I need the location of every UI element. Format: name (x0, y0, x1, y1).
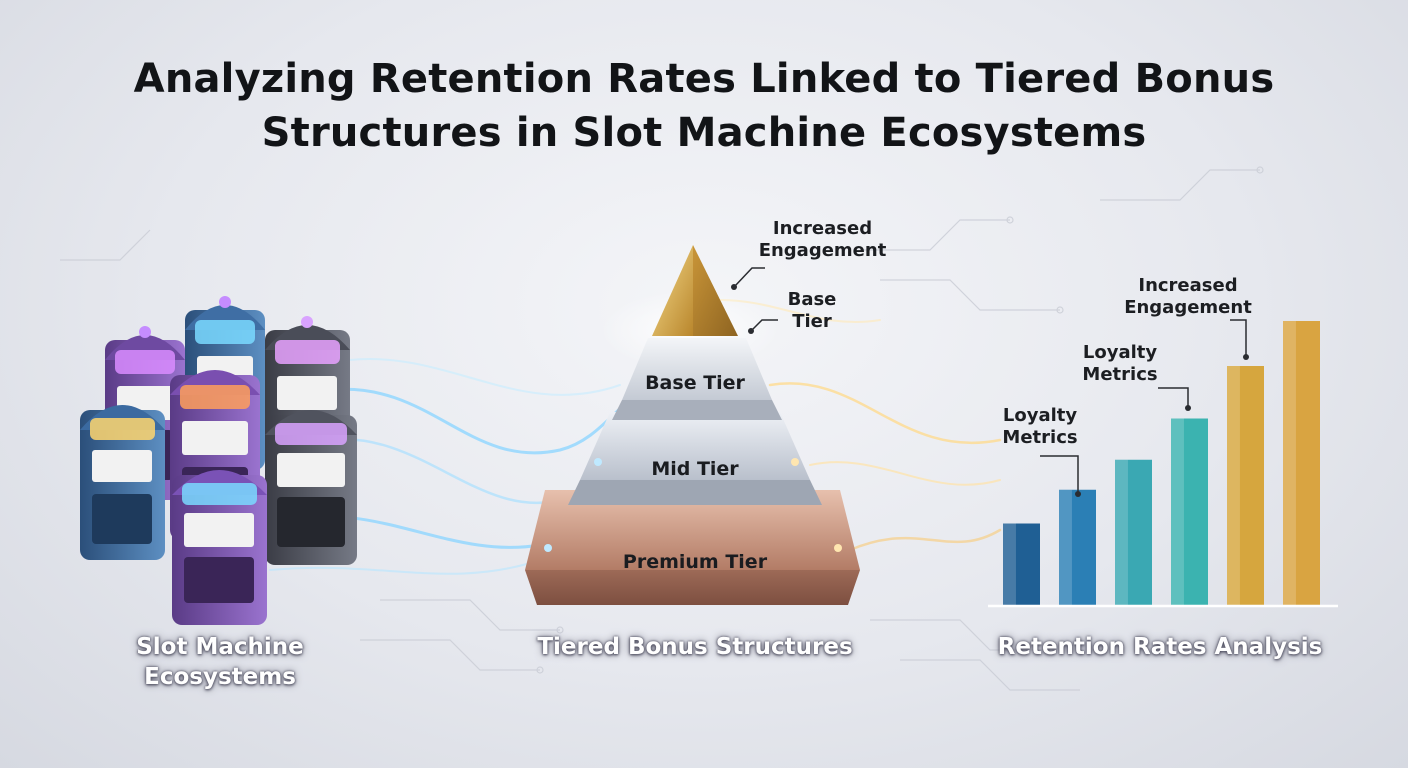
slot-machine (80, 405, 165, 560)
leader-dot (731, 284, 737, 290)
base-tier-base (612, 400, 782, 420)
page-title: Analyzing Retention Rates Linked to Tier… (0, 52, 1408, 160)
section-label-chart: Retention Rates Analysis (997, 634, 1323, 660)
annotation-line: Base (787, 289, 837, 310)
bar-highlight (1003, 523, 1016, 606)
annotation-line: Tier (792, 311, 832, 332)
leader-dot (748, 328, 754, 334)
section-label-line: Ecosystems (144, 664, 296, 690)
glow-dot (791, 458, 799, 466)
apex-left-face (652, 245, 693, 336)
bar-6 (1283, 321, 1320, 606)
section-label-slots: Slot Machine Ecosystems (110, 632, 330, 692)
chart-leader-dot (1185, 405, 1191, 411)
annotation-line: Increased (1138, 275, 1238, 296)
bar-highlight (1115, 459, 1128, 606)
chart-leaders (1040, 319, 1249, 497)
tier-label-mid: Mid Tier (651, 458, 739, 480)
annotation-line: Increased (772, 218, 873, 239)
annotation-line: Engagement (1124, 297, 1252, 318)
title-line: Structures in Slot Machine Ecosystems (261, 110, 1147, 156)
pyramid-leaders (734, 267, 778, 331)
glow-dot (834, 544, 842, 552)
section-label-pyramid: Tiered Bonus Structures (537, 634, 853, 660)
premium-tier-base (525, 570, 860, 605)
bar-3 (1115, 459, 1152, 606)
base-tier-block (622, 338, 772, 400)
slot-machine (172, 470, 267, 625)
title-line: Analyzing Retention Rates Linked to Tier… (133, 56, 1275, 102)
annotation-line: Engagement (758, 240, 887, 261)
tier-pyramid (525, 245, 860, 605)
chart-leader-line (1040, 455, 1079, 494)
annotation-increased-engagement: Increased Engagement (745, 218, 900, 262)
bar-4 (1171, 418, 1208, 606)
chart-leader-line (1230, 319, 1247, 357)
chart-leader-dot (1075, 491, 1081, 497)
bar-highlight (1283, 321, 1296, 606)
retention-chart (988, 319, 1338, 608)
glow-dot (594, 458, 602, 466)
chart-annotation-loyalty-2: Loyalty Metrics (1070, 342, 1170, 386)
mid-tier-base (568, 480, 822, 505)
mid-tier-block (580, 412, 810, 480)
bar-1 (1003, 523, 1040, 606)
slot-machine (265, 410, 357, 565)
tier-label-base: Base Tier (645, 372, 745, 394)
tier-label-premium: Premium Tier (622, 551, 768, 573)
section-label-line: Slot Machine (136, 634, 304, 660)
bar-group (1003, 321, 1320, 606)
bar-highlight (1227, 366, 1240, 606)
bar-highlight (1171, 418, 1184, 606)
chart-leader-dot (1243, 354, 1249, 360)
annotation-line: Loyalty (1002, 405, 1078, 426)
annotation-line: Loyalty (1082, 342, 1158, 363)
chart-annotation-engagement: Increased Engagement (1108, 275, 1268, 319)
bar-5 (1227, 366, 1264, 606)
apex-right-face (693, 245, 738, 336)
annotation-base-tier: Base Tier (772, 289, 852, 333)
circuit-traces (60, 166, 1264, 691)
glow-dot (544, 544, 552, 552)
annotation-line: Metrics (1082, 364, 1158, 385)
bar-2 (1059, 489, 1096, 606)
chart-leader-line (1158, 387, 1189, 408)
annotation-line: Metrics (1002, 427, 1078, 448)
slot-machines (80, 296, 357, 625)
premium-tier-block (525, 490, 860, 570)
chart-annotation-loyalty-1: Loyalty Metrics (990, 405, 1090, 449)
bar-highlight (1059, 489, 1072, 606)
